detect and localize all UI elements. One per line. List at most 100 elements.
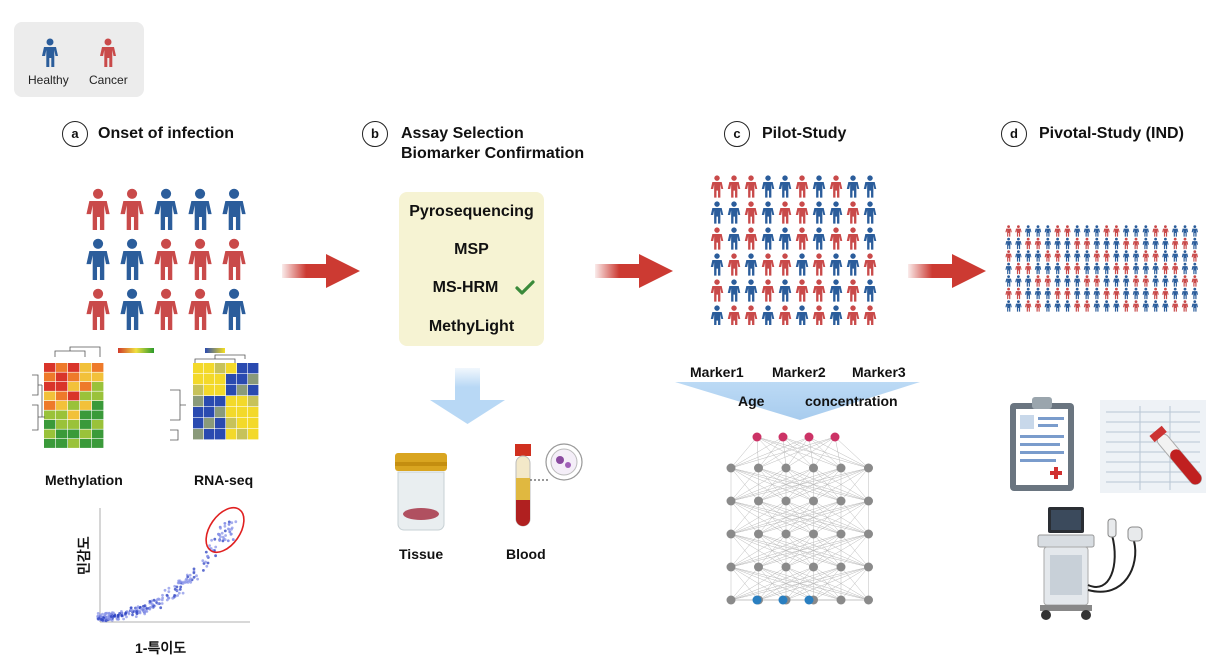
cancer-legend-label: Cancer <box>89 73 128 87</box>
cancer-person-icon <box>812 279 826 302</box>
healthy-person-icon <box>1191 262 1198 275</box>
healthy-person-icon <box>1103 262 1110 275</box>
heatmap-cell <box>44 382 56 391</box>
heatmap-cell <box>193 429 204 440</box>
cancer-person-icon <box>1025 262 1032 275</box>
pilot-people-grid <box>710 175 877 325</box>
cancer-person-icon <box>1074 262 1081 275</box>
heatmap-cell <box>215 429 226 440</box>
heatmap-cell <box>204 429 215 440</box>
cancer-person-icon <box>1015 262 1022 275</box>
cancer-person-icon <box>154 288 178 330</box>
heatmap-cell <box>248 374 259 385</box>
network-node <box>754 496 763 506</box>
cancer-person-icon <box>100 38 116 67</box>
pivotal-people-grid <box>1005 225 1198 312</box>
healthy-person-icon <box>1103 275 1110 287</box>
healthy-person-icon <box>1025 275 1032 287</box>
cancer-person-icon <box>1074 237 1081 250</box>
healthy-person-icon <box>1191 225 1198 237</box>
heatmap-cell <box>215 418 226 429</box>
heatmap-cell <box>80 391 92 401</box>
cancer-person-icon <box>1132 237 1140 250</box>
heatmap-cell <box>44 410 56 420</box>
network-node <box>864 529 873 539</box>
network-node <box>754 463 763 473</box>
cancer-person-icon <box>1123 262 1130 275</box>
healthy-person-icon <box>727 201 741 224</box>
network-node <box>752 432 762 442</box>
cancer-person-icon <box>778 253 792 276</box>
cancer-person-icon <box>1015 287 1022 300</box>
highlight-ellipse <box>205 506 245 554</box>
assay-item-ms-hrm: MS-HRM <box>432 279 499 296</box>
heatmap-cell <box>80 372 92 382</box>
healthy-person-icon <box>1132 250 1140 262</box>
heatmap-cell <box>68 363 80 372</box>
healthy-person-icon <box>1034 225 1042 237</box>
healthy-person-icon <box>1181 262 1189 275</box>
healthy-person-icon <box>1123 287 1130 300</box>
heatmap-cell <box>193 363 204 374</box>
heatmap-cell <box>204 374 215 385</box>
healthy-person-icon <box>863 175 877 198</box>
heatmap-cell <box>92 382 104 391</box>
heatmap-cell <box>237 396 248 407</box>
heatmap-cell <box>44 391 56 401</box>
healthy-person-icon <box>829 279 843 302</box>
network-node <box>726 595 736 605</box>
healthy-person-icon <box>1142 237 1149 250</box>
healthy-person-icon <box>1123 275 1130 287</box>
healthy-person-icon <box>812 201 826 224</box>
heatmap-cell <box>237 418 248 429</box>
healthy-person-icon <box>222 288 246 330</box>
healthy-person-icon <box>1044 225 1051 237</box>
healthy-person-icon <box>1044 287 1051 300</box>
healthy-person-icon <box>1034 250 1042 262</box>
clipboard-icon <box>1010 397 1074 491</box>
cancer-person-icon <box>812 253 826 276</box>
healthy-person-icon <box>1005 275 1012 287</box>
heatmap-cell <box>237 385 248 396</box>
neural-network-diagram <box>726 432 873 605</box>
arrow-right-icon <box>595 254 673 288</box>
healthy-person-icon <box>1064 300 1071 312</box>
healthy-person-icon <box>761 227 775 250</box>
cancer-person-icon <box>1152 250 1159 262</box>
healthy-person-icon <box>761 305 775 325</box>
healthy-person-icon <box>120 238 144 281</box>
network-node <box>754 562 763 572</box>
network-node <box>778 595 788 605</box>
assay-item-msp: MSP <box>454 241 489 258</box>
tissue-label: Tissue <box>399 546 444 562</box>
heatmap-cell <box>92 363 104 372</box>
heatmap-cell <box>80 363 92 372</box>
cancer-person-icon <box>778 305 792 325</box>
healthy-person-icon <box>1162 250 1169 262</box>
step-b-badge: b <box>362 121 388 147</box>
heatmap-cell <box>44 372 56 382</box>
heatmap-cell <box>237 374 248 385</box>
healthy-person-icon <box>1083 225 1091 237</box>
cancer-person-icon <box>744 305 758 325</box>
cancer-person-icon <box>1152 287 1159 300</box>
network-node <box>809 463 818 473</box>
healthy-person-icon <box>1015 237 1022 250</box>
healthy-person-icon <box>1034 262 1042 275</box>
healthy-person-icon <box>1123 250 1130 262</box>
healthy-person-icon <box>846 175 860 198</box>
healthy-person-icon <box>1074 287 1081 300</box>
cancer-person-icon <box>1034 237 1042 250</box>
network-node <box>754 529 763 539</box>
network-node <box>864 463 873 473</box>
cancer-person-icon <box>1034 275 1042 287</box>
heatmap-cell <box>56 439 68 448</box>
cancer-person-icon <box>1083 275 1091 287</box>
cancer-person-icon <box>1142 275 1149 287</box>
cancer-person-icon <box>710 175 724 198</box>
heatmap-cell <box>68 439 80 448</box>
heatmap-cell <box>248 429 259 440</box>
cancer-person-icon <box>1103 250 1110 262</box>
healthy-person-icon <box>744 279 758 302</box>
roc-xlabel: 1-특이도 <box>135 640 187 656</box>
